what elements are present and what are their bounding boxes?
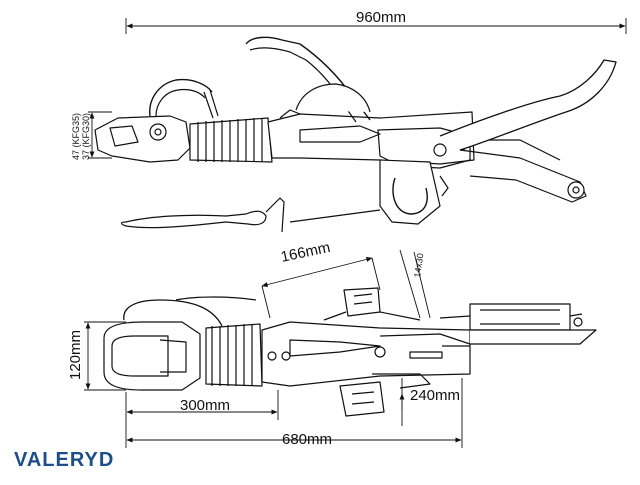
dim-960: 960mm [356, 9, 406, 26]
side-view-drawing [94, 36, 617, 233]
dim-angle: 14x30 [412, 253, 425, 279]
dim-240: 240mm [410, 387, 460, 404]
dim-47: 47 (KFG35) [71, 113, 81, 160]
dim-37: 37 (KFG30) [81, 113, 91, 160]
plan-bellows [205, 323, 263, 387]
gas-spring [439, 303, 583, 331]
dim-300: 300mm [180, 397, 230, 414]
plan-view-drawing [103, 287, 597, 417]
dimension-lines [84, 18, 627, 448]
dim-680: 680mm [282, 431, 332, 448]
dim-166: 166mm [279, 239, 331, 266]
brand-logo: VALERYD [14, 449, 115, 471]
bellows [189, 117, 273, 163]
dim-120: 120mm [67, 330, 84, 380]
